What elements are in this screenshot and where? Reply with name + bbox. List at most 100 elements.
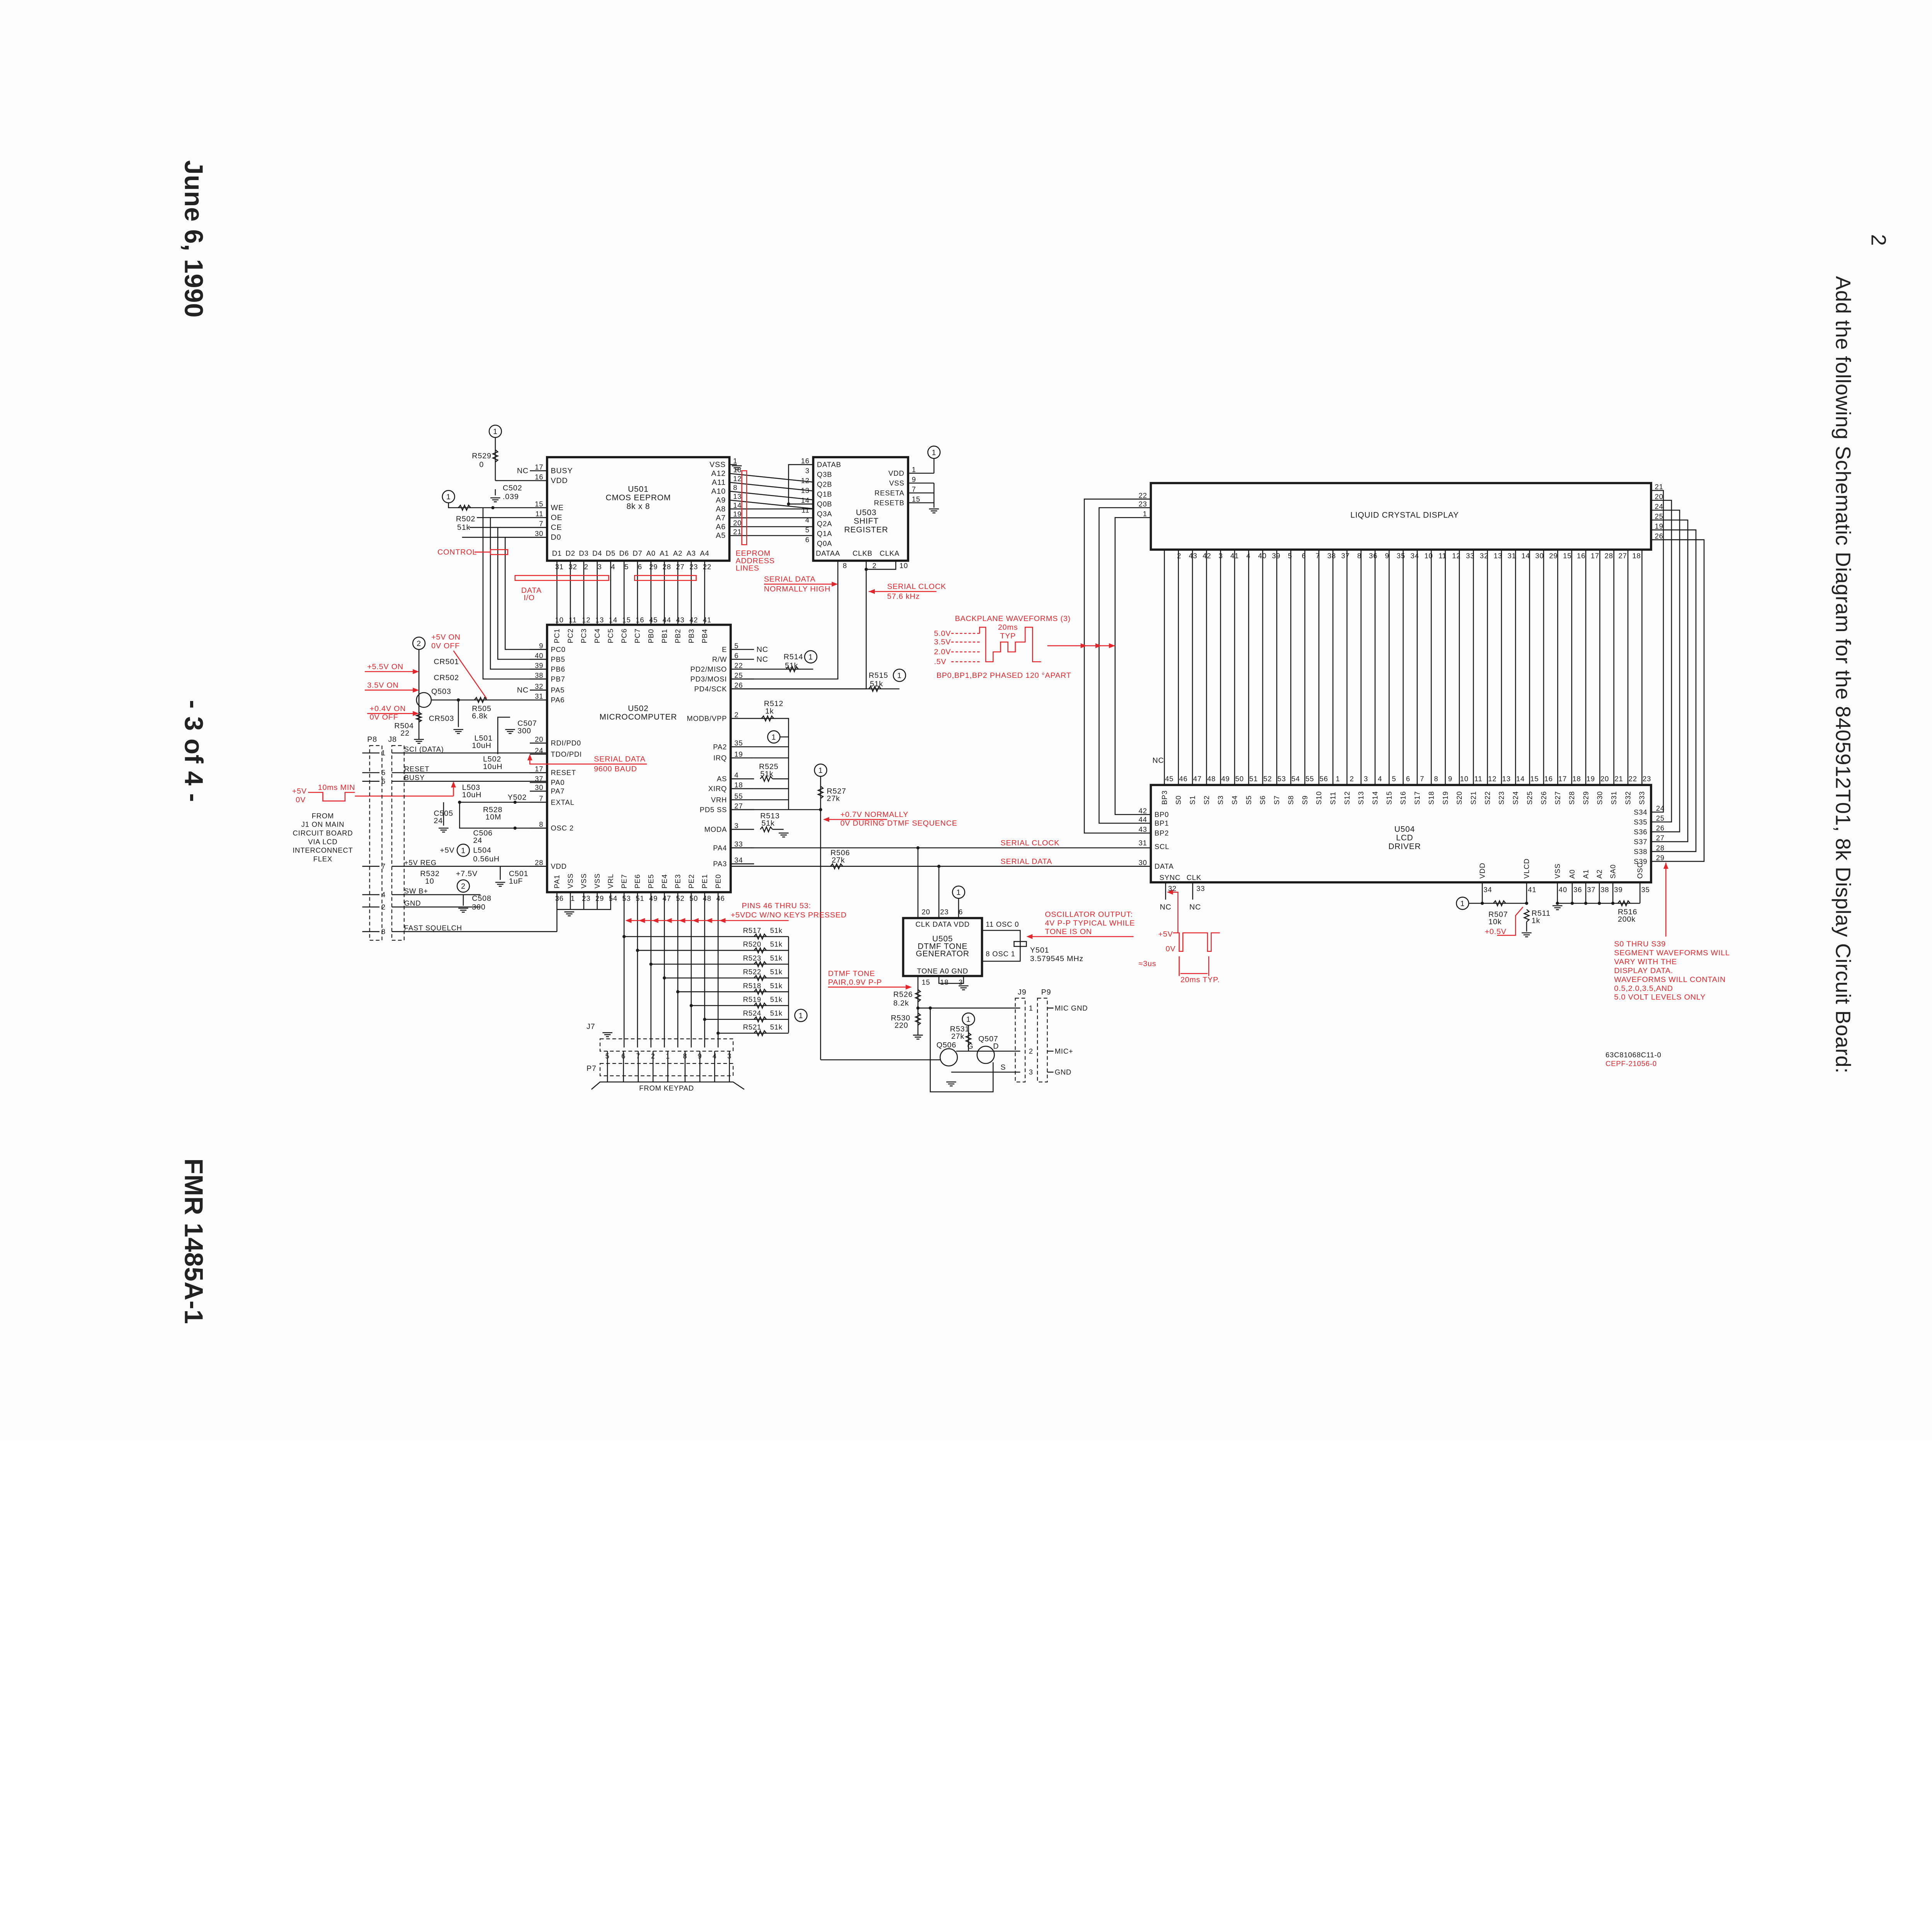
u504-pin-number: 50 <box>1235 775 1244 783</box>
dtmf-q506-label: Q506 <box>936 1041 956 1049</box>
u504-pin-number: 44 <box>1139 815 1147 824</box>
u501-line2-label: 8k x 8 <box>626 502 650 511</box>
u502-pin-number: 28 <box>535 859 543 867</box>
u504-pin-number: 24 <box>1656 804 1665 812</box>
u502-pin-number: 53 <box>622 894 631 902</box>
annotations-eeprom_lines-0-label: EEPROM <box>736 549 770 558</box>
red-arrow-icon <box>413 688 419 693</box>
u501-pin-name: BUSY <box>551 466 573 475</box>
power-plus7_5v-label: +7.5V <box>456 870 478 878</box>
lcd-pin-number: 18 <box>1632 552 1641 560</box>
u504-pin-number: 40 <box>1559 886 1567 894</box>
lcd-pin-number: 42 <box>1202 552 1211 560</box>
lcd-pin-number: 41 <box>1230 552 1239 560</box>
u501-pin-name: A0 <box>646 549 656 557</box>
u504-sync_pin-label: 32 <box>1168 884 1177 892</box>
annotations-serial_data_high-1-label: NORMALLY HIGH <box>764 585 830 594</box>
u502-pin-name: PE3 <box>674 874 682 888</box>
u504-pin-number: 23 <box>1643 775 1651 783</box>
resistor-icon <box>1523 909 1531 922</box>
u502-r525_val-label: 51k <box>760 770 773 778</box>
u501-pin-number: 28 <box>663 563 671 571</box>
annotations-serial_data_baud-1-label: 9600 BAUD <box>594 765 637 773</box>
connector-pin-number: 8 <box>381 927 386 936</box>
u504-pin-name: BP3 <box>1160 790 1168 805</box>
u502-pin-number: 10 <box>555 616 564 624</box>
keypad-resistor-ref: R524 <box>743 1009 761 1017</box>
u504-pin-name: S35 <box>1634 818 1647 826</box>
annotations-busy_pulse-width-label: 10ms MIN <box>318 783 355 792</box>
u502-pin-name: PD5 SS <box>700 805 727 813</box>
junction-dot <box>689 1004 693 1007</box>
u502-pin-name: PA4 <box>713 844 727 852</box>
supply-reference-number: 1 <box>446 493 451 501</box>
nc-label: NC <box>517 686 529 694</box>
u501-pin-name: D1 <box>552 549 562 557</box>
annotations-eeprom_lines-1-label: ADDRESS <box>736 556 775 565</box>
segment-note-line: VARY WITH THE <box>1614 958 1677 966</box>
drawing_numbers-schematic-label: 63C81068C11-0 <box>1605 1051 1662 1059</box>
connector-signal-name: +5V REG <box>404 859 437 867</box>
resistor-icon <box>753 988 767 996</box>
segment-note-line: DISPLAY DATA. <box>1614 967 1673 975</box>
u502-pin-name: PB6 <box>551 665 565 673</box>
annotations-backplane-period-0-label: 20ms <box>998 623 1018 631</box>
annotations-busy_pulse-low-label: 0V <box>296 796 306 804</box>
u504-pin-name: S31 <box>1610 791 1618 805</box>
u502-line1-label: MICROCOMPUTER <box>599 713 677 722</box>
u502-pin-number: 19 <box>735 750 743 758</box>
u502-pin-name: VRL <box>607 874 615 888</box>
supply-reference-number: 1 <box>956 888 961 897</box>
segment-note-line: SEGMENT WAVEFORMS WILL <box>1614 949 1730 957</box>
lcd-pin-number: 23 <box>1139 500 1147 508</box>
keypad-resistor-value: 51k <box>770 954 782 962</box>
liquid-crystal-display <box>1150 482 1652 551</box>
dtmf-y501_val-label: 3.579545 MHz <box>1030 955 1083 963</box>
wiring <box>308 424 1705 1093</box>
segment-note-line: WAVEFORMS WILL CONTAIN <box>1614 975 1726 984</box>
u502-pin-number: 34 <box>735 856 743 864</box>
instruction-text: Add the following Schematic Diagram for … <box>1831 276 1854 1074</box>
lcd-pin-number: 1 <box>1143 510 1147 518</box>
u501-pin-name: A4 <box>700 549 709 557</box>
annotations-v5_on_off-1-label: 0V OFF <box>431 642 460 650</box>
resistor-icon <box>492 449 499 463</box>
wire <box>730 560 838 680</box>
supply-reference-number: 1 <box>966 1015 971 1024</box>
u501-pin-number: 13 <box>733 492 742 500</box>
red-arrow-icon <box>1095 643 1102 648</box>
u501-pin-name: WE <box>551 504 563 512</box>
u503-pin-number: 1 <box>912 465 916 473</box>
lcd-pin-number: 14 <box>1521 552 1530 560</box>
u502-pin-number: 44 <box>663 616 671 624</box>
power-l504-label: L504 <box>473 846 491 855</box>
junction-dot <box>787 502 790 506</box>
u504-pin-name: DATA <box>1155 862 1174 870</box>
u503-pin-name: RESETB <box>874 499 905 507</box>
u502-pin-name: PC7 <box>633 628 641 643</box>
u503-pin-number: 13 <box>801 487 810 495</box>
wire <box>1651 519 1689 842</box>
wire <box>490 517 547 670</box>
j9-connector <box>1015 997 1026 1082</box>
u504-pin-name: S4 <box>1231 795 1239 805</box>
backplane-level: 2.0V <box>934 648 951 656</box>
dtmf-j9-label: J9 <box>1018 988 1026 996</box>
from-note-line: FLEX <box>313 855 332 863</box>
dtmf-osc0-label: 11 OSC 0 <box>986 920 1019 928</box>
u503-shift-register-chip <box>812 456 909 562</box>
annotations-osc_wave-pulse-label: ≈3us <box>1138 960 1156 968</box>
keypad-resistor-ref: R522 <box>743 968 761 976</box>
u504-pin-name: VDD <box>1478 863 1486 878</box>
u504-ref-label: U504 <box>1394 825 1415 834</box>
keypad-resistor-value: 51k <box>770 982 782 990</box>
u502-pin-number: 14 <box>609 616 617 624</box>
u502-pin-number: 13 <box>595 616 604 624</box>
red-arrow-icon <box>413 669 419 674</box>
resistor-icon <box>760 775 773 783</box>
power-l503-label: L503 <box>462 783 480 792</box>
u504-pin-number: 54 <box>1291 775 1300 783</box>
u501-pin-number: 3 <box>597 563 602 571</box>
nc-label: NC <box>757 655 768 664</box>
